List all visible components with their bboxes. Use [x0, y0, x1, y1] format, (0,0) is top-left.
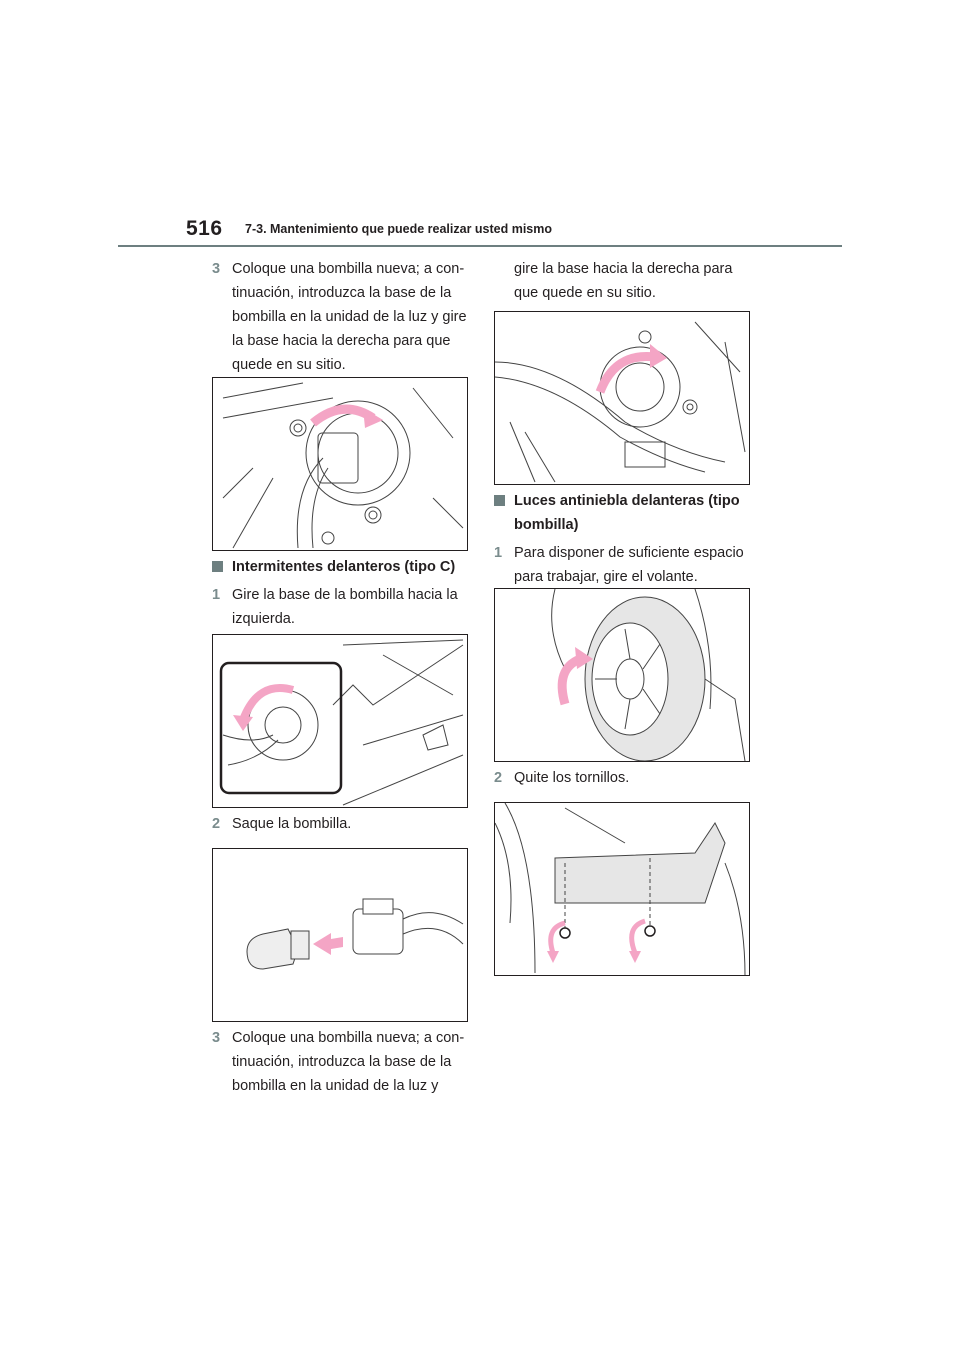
right-column-step2: 2 Quite los tornillos.: [494, 766, 750, 790]
right-column-middle: Luces antiniebla delanteras (tipo bombil…: [494, 489, 750, 589]
figure-install-turn-signal-bulb: [494, 311, 750, 485]
step-3-install-turn-signal-bulb: 3 Coloque una bombilla nueva; a con-tinu…: [212, 1026, 468, 1098]
step-text: Coloque una bombilla nueva; a con-tinuac…: [232, 1030, 465, 1094]
section-square-icon: [212, 561, 223, 572]
step-1-rotate-bulb-base: 1 Gire la base de la bombilla hacia la i…: [212, 583, 468, 631]
section-header: 7-3. Mantenimiento que puede realizar us…: [245, 222, 553, 236]
subheading-front-turn-signals: Intermitentes delanteros (tipo C): [212, 555, 468, 579]
step-number: 1: [494, 545, 503, 561]
step-text: Coloque una bombilla nueva; a con-tinuac…: [232, 261, 467, 373]
step-2-remove-screws: 2 Quite los tornillos.: [494, 766, 750, 790]
illustration-bulb-and-socket: [246, 898, 464, 970]
step-number: 3: [212, 261, 221, 277]
figure-install-headlight-bulb: [212, 377, 468, 551]
right-column-top: gire la base hacia la derecha para que q…: [494, 257, 750, 305]
illustration-front-tire: [551, 589, 746, 761]
illustration-fender-liner-screws: [495, 803, 746, 975]
step-3-continuation: gire la base hacia la derecha para que q…: [514, 261, 733, 301]
step-number: 1: [212, 587, 221, 603]
left-column-step2: 2 Saque la bombilla.: [212, 812, 468, 836]
header-divider: [118, 245, 842, 247]
step-number: 3: [212, 1030, 221, 1046]
step-text: Quite los tornillos.: [514, 770, 630, 786]
illustration-headlight-socket: [222, 382, 464, 549]
step-3-install-headlight-bulb: 3 Coloque una bombilla nueva; a con-tinu…: [212, 257, 468, 377]
step-text: Gire la base de la bombilla hacia la izq…: [232, 587, 458, 627]
figure-turn-signal-rotate-left: [212, 634, 468, 808]
step-1-turn-steering-wheel: 1 Para disponer de suficiente espacio pa…: [494, 541, 750, 589]
figure-remove-bulb: [212, 848, 468, 1022]
left-column-top: 3 Coloque una bombilla nueva; a con-tinu…: [212, 257, 468, 377]
step-2-remove-bulb: 2 Saque la bombilla.: [212, 812, 468, 836]
figure-remove-screws: [494, 802, 750, 976]
step-number: 2: [494, 770, 503, 786]
step-text: Para disponer de suficiente espacio para…: [514, 545, 744, 585]
step-text: Saque la bombilla.: [232, 816, 352, 832]
subheading-front-fog-lights: Luces antiniebla delanteras (tipo bombil…: [494, 489, 750, 537]
section-square-icon: [494, 495, 505, 506]
step-number: 2: [212, 816, 221, 832]
illustration-turn-signal-socket: [219, 639, 464, 806]
left-column-middle: Intermitentes delanteros (tipo C) 1 Gire…: [212, 555, 468, 631]
figure-turn-steering-wheel: [494, 588, 750, 762]
illustration-turn-signal-install: [495, 321, 746, 483]
left-column-bottom: 3 Coloque una bombilla nueva; a con-tinu…: [212, 1026, 468, 1098]
page-number: 516: [186, 217, 223, 240]
